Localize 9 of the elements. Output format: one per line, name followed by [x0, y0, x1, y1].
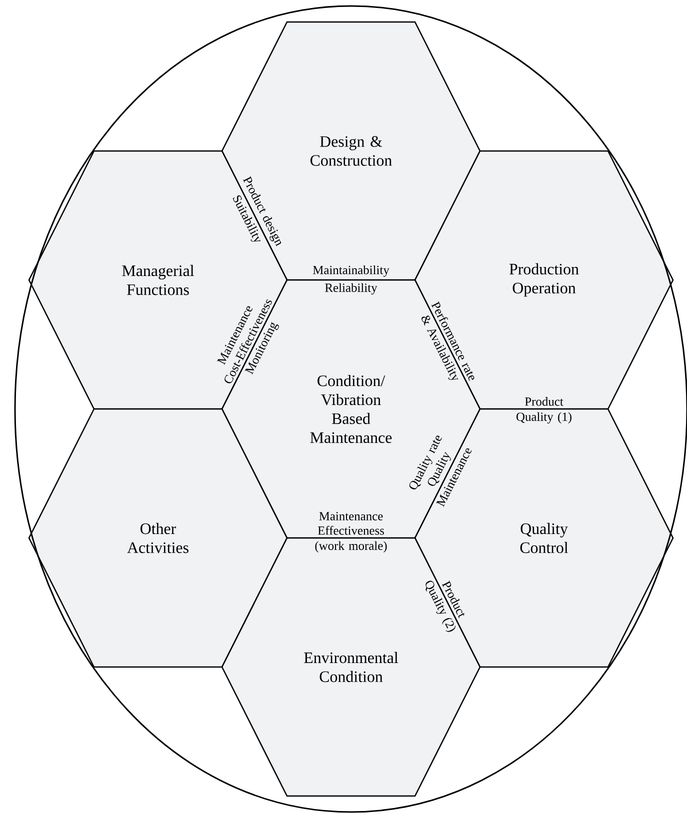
hexagon: Other Activities	[28, 408, 288, 668]
border-label: Maintainability	[312, 265, 390, 277]
border-label: Maintenance Effectiveness	[318, 512, 384, 535]
border-label: Reliability	[325, 283, 378, 295]
border-label: Product	[524, 397, 564, 406]
node-label: Quality Control	[520, 522, 568, 554]
node-label: Production Operation	[509, 263, 579, 297]
border-label: (work morale)	[315, 541, 387, 552]
border-label: Quality (1)	[516, 412, 572, 424]
